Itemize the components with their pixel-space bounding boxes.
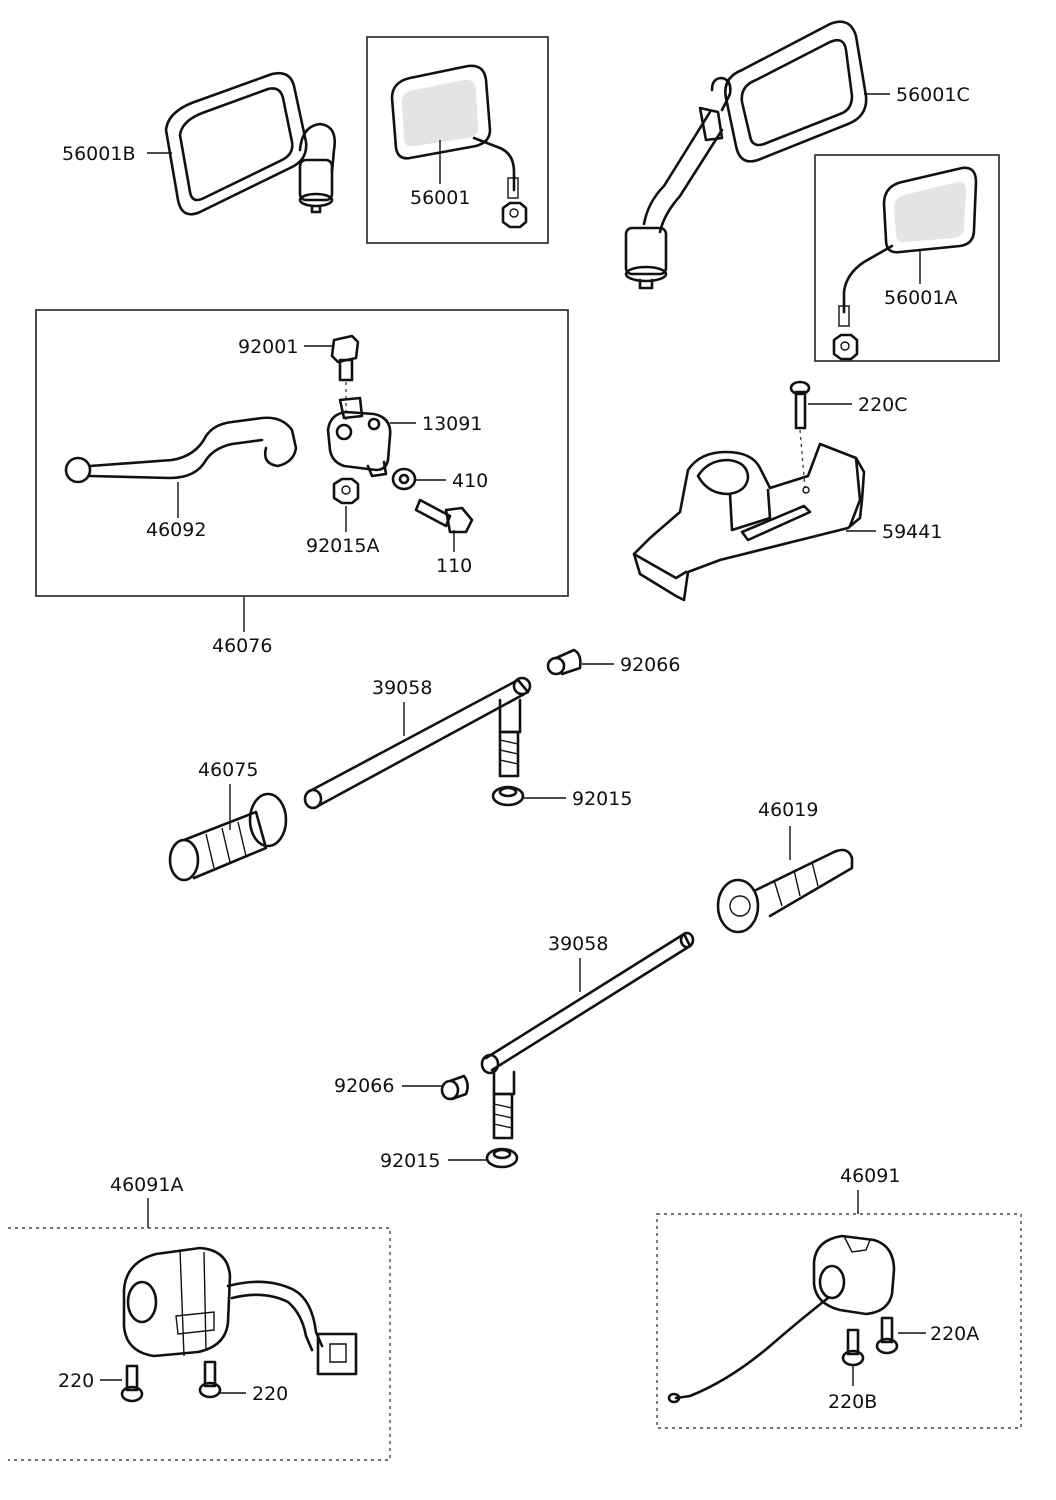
label-92066-upper: 92066 [620,654,680,676]
label-39058-upper: 39058 [372,677,432,699]
handlebar-cover-59441 [632,442,866,602]
screw-220c [789,380,811,430]
lever-46092 [64,416,298,484]
label-59441: 59441 [882,521,942,543]
label-92066-lower: 92066 [334,1075,394,1097]
label-220-left: 220 [58,1370,94,1392]
switch-46091 [667,1234,896,1404]
screw-220b [841,1328,865,1367]
grip-46075 [168,792,288,882]
label-46076: 46076 [212,635,272,657]
label-410: 410 [452,470,488,492]
label-39058-lower: 39058 [548,933,608,955]
label-46019: 46019 [758,799,818,821]
mirror-56001a [832,166,978,361]
cap-92066-upper [546,648,582,676]
switch-46091a [122,1246,358,1376]
nut-92015a [332,477,360,505]
grip-46019 [716,848,854,934]
label-220-right: 220 [252,1383,288,1405]
handlebar-39058-upper [303,676,532,810]
label-56001a: 56001A [884,287,957,309]
screw-220-left [120,1364,144,1403]
label-92015a: 92015A [306,535,379,557]
label-92015-lower: 92015 [380,1150,440,1172]
label-56001c: 56001C [896,84,970,106]
washer-410 [391,467,417,491]
mirror-56001b [164,71,336,216]
switch-46091a-box [8,1227,391,1461]
lever-assembly-box [35,309,569,597]
label-110: 110 [436,555,472,577]
label-56001: 56001 [410,187,470,209]
label-92015-upper: 92015 [572,788,632,810]
label-220c: 220C [858,394,908,416]
mirror-56001-box [366,36,549,244]
label-46091: 46091 [840,1165,900,1187]
nut-92015-upper [491,785,525,807]
label-56001b: 56001B [62,143,135,165]
label-46075: 46075 [198,759,258,781]
label-13091: 13091 [422,413,482,435]
handlebar-39058-lower [480,931,695,1140]
mirror-56001c [624,20,868,290]
screw-220-right [198,1360,222,1399]
label-46091a: 46091A [110,1174,183,1196]
mirror-56001a-box [814,154,1000,362]
label-92001: 92001 [238,336,298,358]
cap-92066-lower [440,1074,469,1101]
label-46092: 46092 [146,519,206,541]
bolt-110 [414,498,474,534]
nut-92015-lower [485,1147,519,1169]
screw-220a [875,1316,899,1355]
bolt-92001 [330,334,360,382]
mirror-56001 [390,64,528,229]
label-220b: 220B [828,1391,877,1413]
bracket-13091 [326,396,392,478]
label-220a: 220A [930,1323,979,1345]
